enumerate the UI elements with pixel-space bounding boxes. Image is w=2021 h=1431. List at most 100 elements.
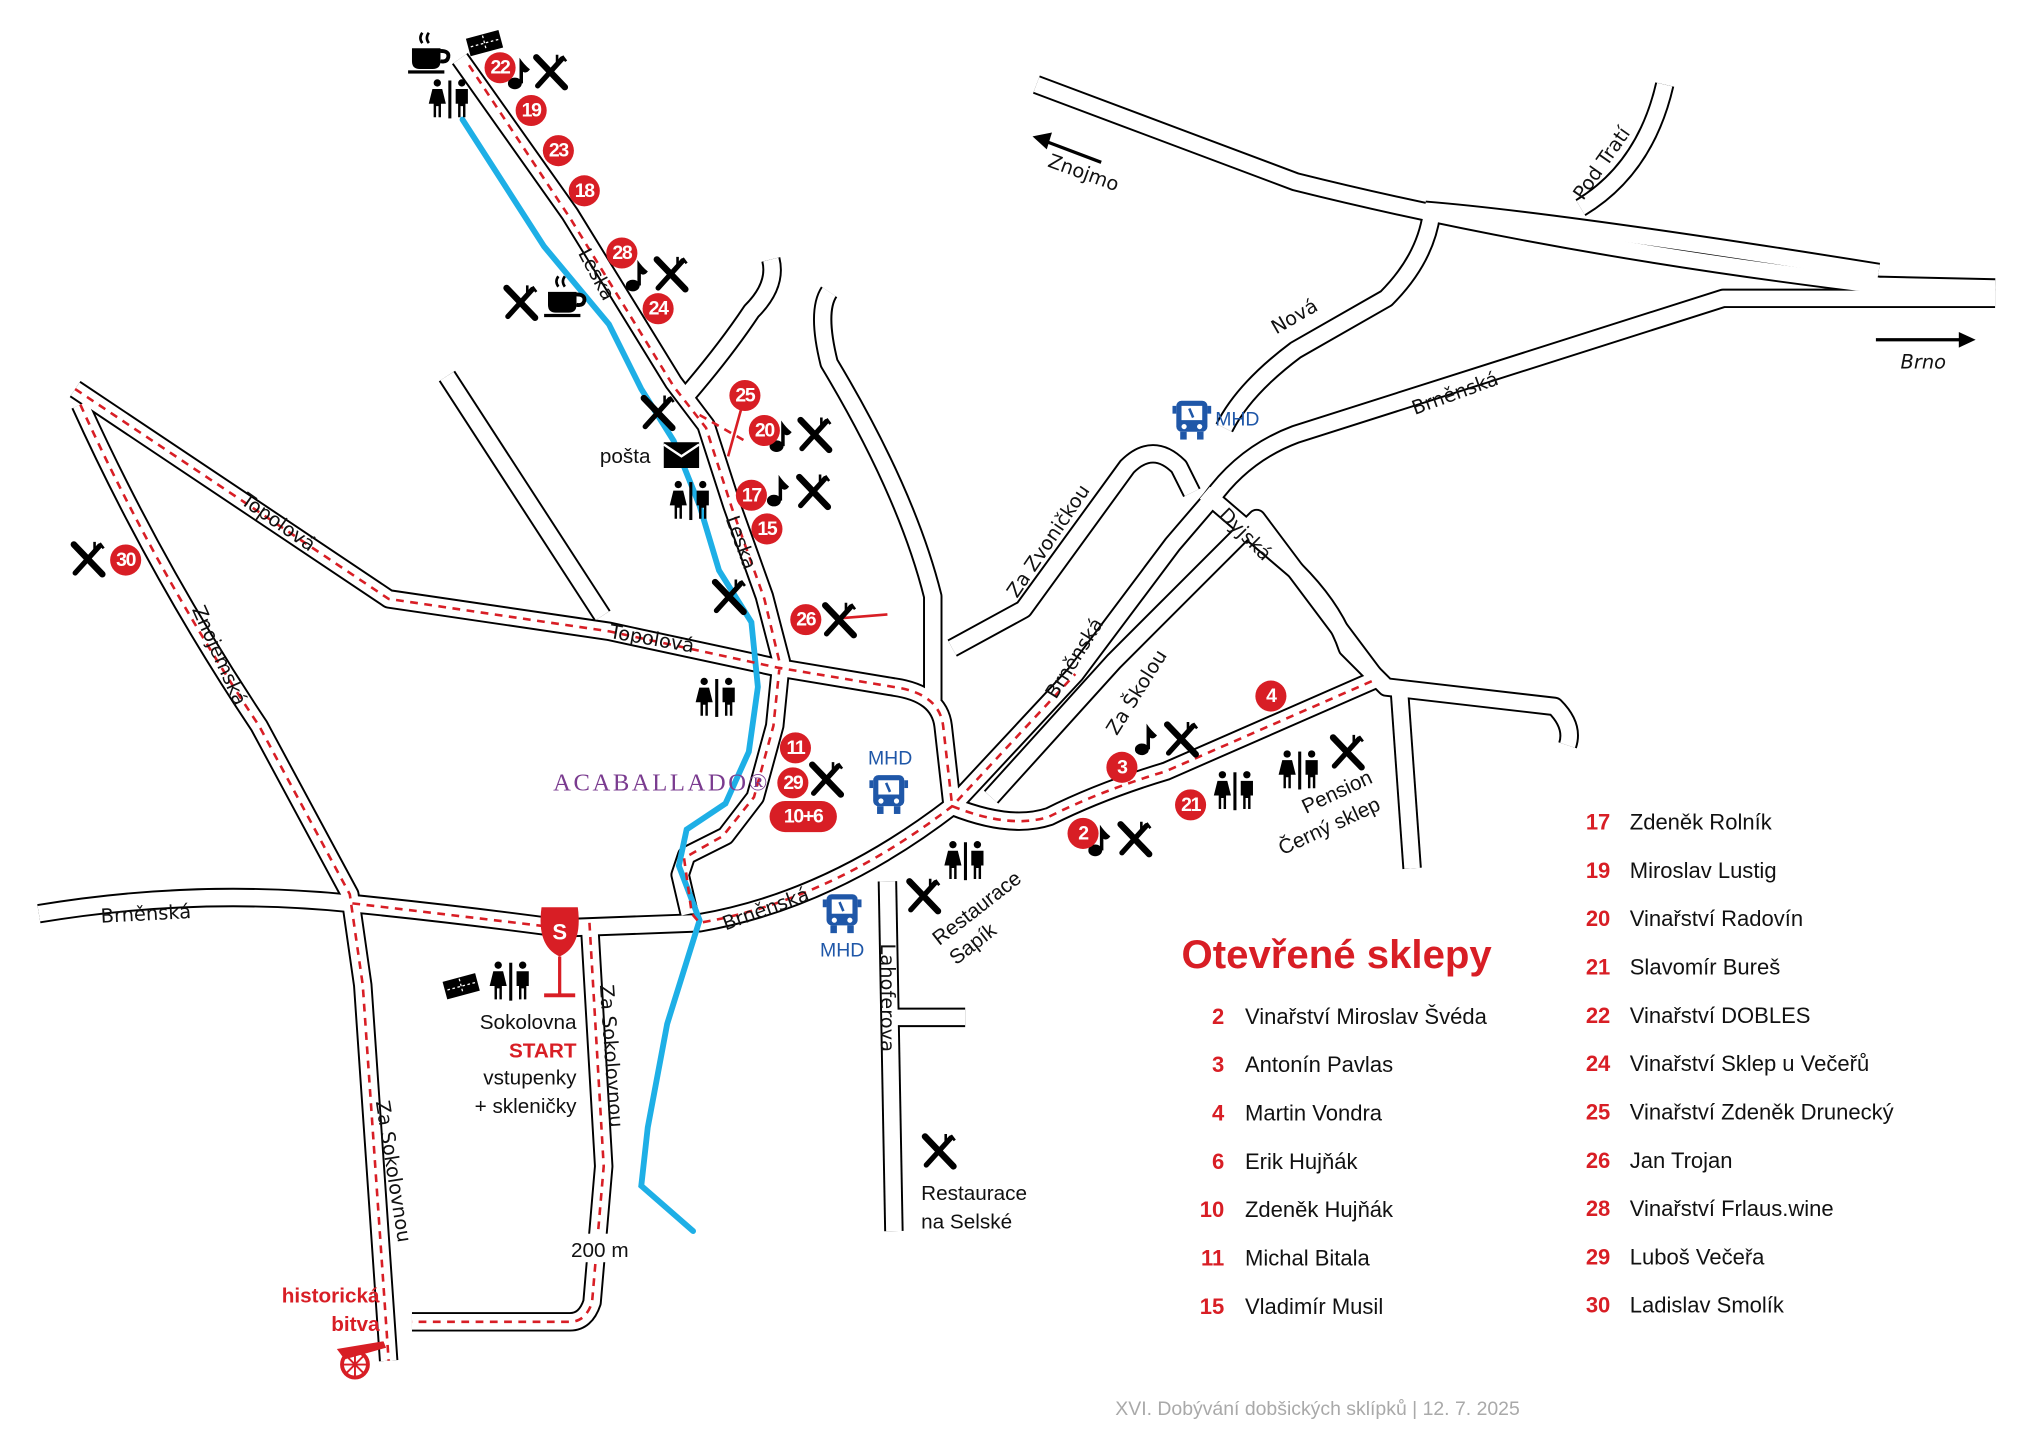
cellar-marker[interactable]: 17 xyxy=(735,479,767,511)
cellar-marker[interactable]: 28 xyxy=(606,237,638,269)
road-fill xyxy=(440,371,609,620)
legend-number: 15 xyxy=(1200,1294,1225,1319)
svg-text:19: 19 xyxy=(522,99,543,121)
svg-text:22: 22 xyxy=(491,57,512,79)
cellar-marker[interactable]: 30 xyxy=(110,544,142,576)
food-icon xyxy=(507,285,538,317)
legend-number: 22 xyxy=(1586,1003,1610,1028)
battle-label: bitva xyxy=(331,1313,380,1336)
food-icon xyxy=(825,603,856,635)
svg-text:20: 20 xyxy=(755,419,775,441)
cellar-marker[interactable]: 15 xyxy=(751,513,783,545)
bus-stop-icon xyxy=(1172,399,1212,441)
cellar-marker[interactable]: 20 xyxy=(748,414,780,447)
cellar-marker[interactable]: 22 xyxy=(484,52,516,84)
cellar-marker[interactable]: 2 xyxy=(1067,817,1099,849)
svg-text:21: 21 xyxy=(1181,794,1202,816)
legend-title: Otevřené sklepy xyxy=(1182,932,1493,977)
toilets-icon xyxy=(944,841,984,881)
cellar-marker[interactable]: 18 xyxy=(568,175,600,207)
cellar-marker[interactable]: 21 xyxy=(1175,789,1207,821)
legend-number: 20 xyxy=(1586,906,1610,931)
road-fill xyxy=(37,290,1996,936)
cellar-marker[interactable]: 10+6 xyxy=(769,801,837,833)
direction-znojmo: Znojmo xyxy=(1032,132,1122,196)
road-fill xyxy=(1199,486,1577,748)
legend-name: Vladimír Musil xyxy=(1245,1294,1383,1319)
legend-name: Miroslav Lustig xyxy=(1630,858,1777,883)
arrow-right-icon xyxy=(1958,332,1976,348)
cellar-marker[interactable]: 3 xyxy=(1106,751,1138,783)
svg-text:25: 25 xyxy=(735,385,756,407)
road-rail-1 xyxy=(1032,75,1996,298)
sokolovna-label: Sokolovna xyxy=(480,1011,577,1034)
svg-text:Brno: Brno xyxy=(1901,350,1947,373)
poi-icons xyxy=(74,29,1364,1380)
bus-stop-label: MHD xyxy=(868,748,912,770)
food-icon xyxy=(801,418,832,450)
acaballado-logo: ACABALLADO® xyxy=(553,770,770,797)
cellar-marker[interactable]: 24 xyxy=(642,293,674,325)
road-fill xyxy=(1033,77,1996,296)
legend-name: Vinařství Radovín xyxy=(1630,906,1803,931)
legend-name: Zdeněk Hujňák xyxy=(1245,1197,1394,1222)
road-fill xyxy=(879,881,902,1232)
cellar-marker[interactable]: 25 xyxy=(729,379,761,412)
legend-number: 17 xyxy=(1586,810,1610,835)
legend-item: 20 Vinařství Radovín xyxy=(1586,906,1803,931)
svg-text:23: 23 xyxy=(549,140,570,162)
legend-name: Ladislav Smolík xyxy=(1630,1293,1785,1318)
legend-number: 3 xyxy=(1212,1052,1224,1077)
legend-name: Vinařství Frlaus.wine xyxy=(1630,1196,1834,1221)
legend-number: 11 xyxy=(1201,1245,1224,1270)
route-path xyxy=(74,64,1374,1361)
svg-text:26: 26 xyxy=(796,609,817,631)
food-icon xyxy=(925,1134,956,1166)
cannon-icon xyxy=(334,1341,389,1380)
svg-text:30: 30 xyxy=(116,549,136,571)
legend-name: Michal Bitala xyxy=(1245,1245,1371,1270)
cellar-marker[interactable]: 4 xyxy=(1255,680,1287,712)
road-fill xyxy=(1217,212,1440,432)
cafe-icon xyxy=(408,33,448,74)
road-fill xyxy=(814,287,941,700)
music-icon xyxy=(766,474,790,507)
svg-text:15: 15 xyxy=(757,518,778,540)
footer: XVI. Dobývání dobšických sklípků | 12. 7… xyxy=(1115,1398,1520,1420)
legend-name: Vinařství Miroslav Švéda xyxy=(1245,1004,1488,1029)
legend-name: Martin Vondra xyxy=(1245,1100,1383,1125)
svg-text:29: 29 xyxy=(783,772,804,794)
battle-label: historická xyxy=(282,1284,380,1307)
start-marker[interactable]: S xyxy=(540,907,579,998)
road-fill xyxy=(1576,82,1673,215)
svg-text:S: S xyxy=(552,919,567,944)
svg-text:18: 18 xyxy=(575,180,596,202)
restaurant-selske-label: Restaurace xyxy=(921,1182,1027,1205)
street-label-topolova: Topolová xyxy=(236,488,320,556)
road-fill xyxy=(680,257,780,401)
road-fill xyxy=(948,446,1199,655)
svg-text:28: 28 xyxy=(612,242,633,264)
direction-brno: Brno xyxy=(1875,332,1976,373)
cellar-marker[interactable]: 19 xyxy=(515,94,547,127)
glasses-label: + skleničky xyxy=(475,1095,578,1118)
food-icon xyxy=(657,257,688,289)
legend-number: 24 xyxy=(1586,1051,1611,1076)
toilets-icon xyxy=(489,961,529,1001)
cellar-marker[interactable]: 29 xyxy=(777,767,809,799)
cellar-marker[interactable]: 23 xyxy=(542,135,574,167)
pointer-line xyxy=(839,613,888,620)
food-icon xyxy=(1167,722,1198,754)
cellar-marker[interactable]: 11 xyxy=(779,732,811,764)
svg-text:2: 2 xyxy=(1078,822,1089,844)
cellar-marker[interactable]: 26 xyxy=(790,604,822,636)
start-label: START xyxy=(509,1040,577,1063)
svg-text:24: 24 xyxy=(649,298,670,320)
legend-item: 15 Vladimír Musil xyxy=(1200,1294,1383,1319)
